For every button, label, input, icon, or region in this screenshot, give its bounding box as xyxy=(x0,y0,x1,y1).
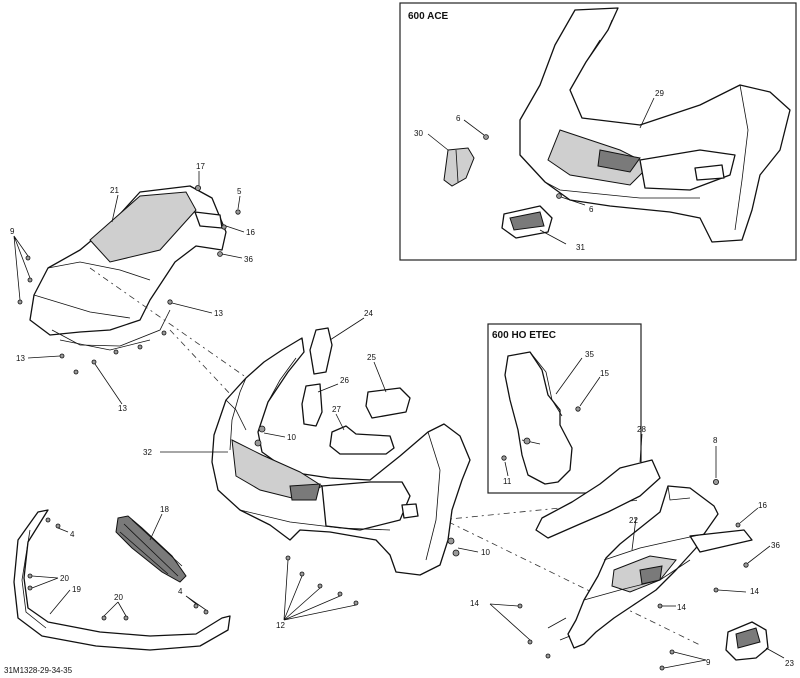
label-24: 24 xyxy=(364,309,373,318)
label-22: 22 xyxy=(629,516,638,525)
screw-10-b xyxy=(254,439,262,447)
alignment-line-4 xyxy=(439,499,641,521)
label-6a: 6 xyxy=(456,114,461,123)
label-28: 28 xyxy=(637,425,646,434)
part-25-foam xyxy=(365,387,411,419)
screw-11 xyxy=(501,455,507,461)
alignment-line-3 xyxy=(419,507,701,646)
label-12: 12 xyxy=(276,621,285,630)
label-16a: 16 xyxy=(246,228,255,237)
screw-15 xyxy=(575,406,581,412)
label-14b: 14 xyxy=(470,599,479,608)
label-10b: 10 xyxy=(481,548,490,557)
label-11: 11 xyxy=(503,477,512,486)
part-18-grille xyxy=(115,515,187,583)
label-27: 27 xyxy=(332,405,341,414)
label-35: 35 xyxy=(585,350,594,359)
part-28-foam-strip xyxy=(535,459,661,539)
label-14a: 14 xyxy=(750,587,759,596)
label-18: 18 xyxy=(160,505,169,514)
part-30-deflector xyxy=(443,147,475,187)
part-35-foam-block xyxy=(504,351,573,485)
label-20a: 20 xyxy=(60,574,69,583)
part-23-light xyxy=(725,621,769,661)
label-19: 19 xyxy=(72,585,81,594)
inset-600-ho-etec-title: 600 HO ETEC xyxy=(492,330,556,341)
label-17: 17 xyxy=(196,162,205,171)
part-32-main-bumper xyxy=(211,337,471,576)
label-31: 31 xyxy=(576,243,585,252)
label-8: 8 xyxy=(713,436,718,445)
inset-600-ace: 600 ACE 30 6 29 xyxy=(399,2,797,261)
alignment-line-2 xyxy=(169,329,233,397)
part-21-upper-panel xyxy=(29,185,227,351)
fasteners-12 xyxy=(285,555,359,606)
label-13c: 13 xyxy=(118,404,127,413)
label-13a: 13 xyxy=(214,309,223,318)
label-6b: 6 xyxy=(589,205,594,214)
screw-10-d xyxy=(452,549,460,557)
drawing-reference: 31M1328-29-34-35 xyxy=(4,666,73,675)
label-13b: 13 xyxy=(16,354,25,363)
label-4a: 4 xyxy=(70,530,75,539)
label-16b: 16 xyxy=(758,501,767,510)
part-31-vent xyxy=(501,205,553,239)
label-23: 23 xyxy=(785,659,794,668)
label-20b: 20 xyxy=(114,593,123,602)
screw-6-upper xyxy=(483,134,489,140)
label-21: 21 xyxy=(110,186,119,195)
screw-6-lower xyxy=(556,193,562,199)
label-9a: 9 xyxy=(10,227,15,236)
part-24-foam xyxy=(309,327,333,375)
part-27-foam xyxy=(329,425,395,455)
inset-600-ace-title: 600 ACE xyxy=(408,11,449,22)
part-19-bumper-bar xyxy=(13,509,231,651)
label-4b: 4 xyxy=(178,587,183,596)
label-10a: 10 xyxy=(287,433,296,442)
label-15: 15 xyxy=(600,369,609,378)
label-9b: 9 xyxy=(706,658,711,667)
alignment-line-1 xyxy=(89,267,251,381)
label-32: 32 xyxy=(143,448,152,457)
label-36a: 36 xyxy=(244,255,253,264)
inset-600-ho-etec: 600 HO ETEC 35 15 11 xyxy=(487,323,642,494)
label-36b: 36 xyxy=(771,541,780,550)
label-5: 5 xyxy=(237,187,242,196)
fasteners-lower-left xyxy=(27,517,209,621)
part-29-front-bumper xyxy=(519,7,791,243)
hole-35 xyxy=(523,437,531,445)
label-26: 26 xyxy=(340,376,349,385)
fasteners-right xyxy=(517,478,749,671)
part-22-lower-bumper xyxy=(547,485,753,649)
label-30: 30 xyxy=(414,129,423,138)
screw-10-c xyxy=(447,537,455,545)
fasteners-upper-left xyxy=(17,184,241,375)
label-29: 29 xyxy=(655,89,664,98)
screw-10-a xyxy=(258,425,266,433)
label-25: 25 xyxy=(367,353,376,362)
part-26-foam xyxy=(301,383,323,427)
label-14c: 14 xyxy=(677,603,686,612)
